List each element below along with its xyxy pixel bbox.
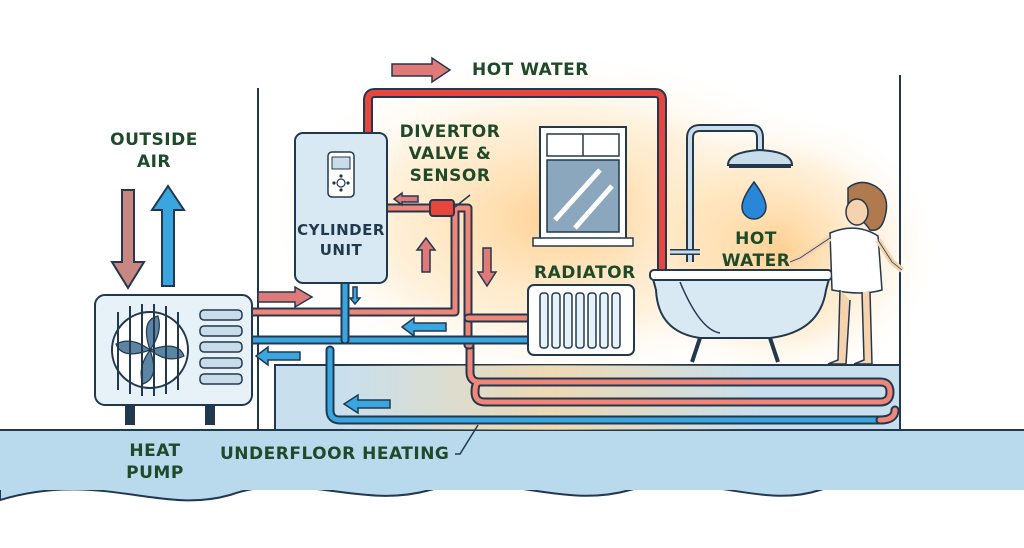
cylinder-unit-label: CYLINDER UNIT (295, 220, 387, 260)
heat-pump-fan-icon (111, 304, 189, 396)
hot-water-bath-label: HOT WATER (716, 228, 796, 272)
heat-pump-line-2: PUMP (126, 463, 184, 483)
underfloor-coil (325, 340, 900, 425)
cylinder-unit (294, 132, 388, 284)
heat-pump-line-1: HEAT (129, 441, 181, 461)
outside-air-line-2: AIR (136, 152, 172, 172)
window-icon (532, 126, 634, 247)
hot-water-arrow (391, 56, 452, 84)
hot-water-bath-line-1: HOT (735, 229, 777, 249)
house-walls (257, 75, 901, 430)
air-in-arrow (110, 189, 146, 290)
divertor-line-3: SENSOR (409, 166, 491, 186)
outside-air-label: OUTSIDE AIR (104, 129, 204, 173)
underfloor-heating-label: UNDERFLOOR HEATING (220, 444, 450, 464)
person-icon (788, 181, 904, 365)
cylinder-line-1: CYLINDER (297, 221, 385, 239)
remote-control-icon (327, 151, 355, 198)
underfloor-leader (455, 424, 479, 455)
heat-pump-vents (199, 309, 243, 385)
cylinder-line-2: UNIT (319, 241, 363, 259)
cold-return-pipes (247, 278, 533, 345)
hot-water-top-label: HOT WATER (472, 60, 589, 80)
radiator (527, 284, 635, 356)
divertor-valve (429, 199, 455, 217)
divertor-line-1: DIVERTOR (399, 122, 501, 142)
radiator-label: RADIATOR (534, 263, 636, 283)
air-out-arrow (150, 184, 186, 287)
flow-arrows (254, 56, 498, 415)
divertor-line-2: VALVE & (408, 144, 492, 164)
heat-pump (94, 294, 253, 425)
hot-supply-pipes (247, 203, 533, 350)
ground-band (0, 430, 1024, 490)
bathtub-icon (649, 269, 833, 363)
shower-head-icon (670, 124, 794, 262)
hot-water-pipe (363, 88, 667, 285)
water-drop-icon (741, 180, 767, 220)
outside-air-arrows (110, 184, 186, 290)
hot-water-bath-line-2: WATER (721, 251, 791, 271)
heat-pump-label: HEAT PUMP (115, 440, 195, 484)
outside-air-line-1: OUTSIDE (110, 130, 198, 150)
divertor-label: DIVERTOR VALVE & SENSOR (395, 121, 505, 187)
